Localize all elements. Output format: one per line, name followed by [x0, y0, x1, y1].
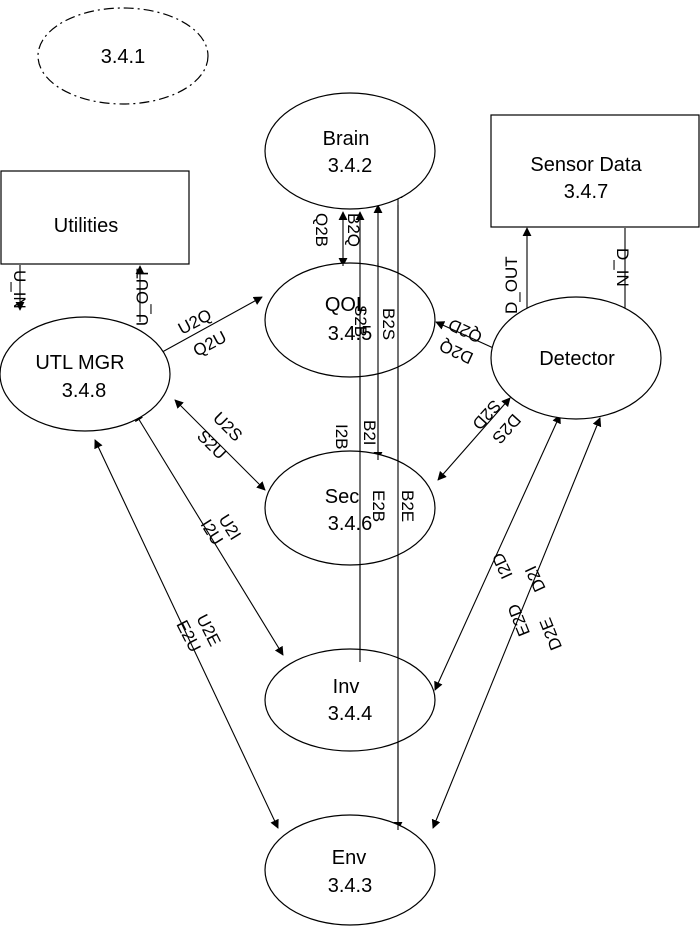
process-env-id: 3.4.3: [328, 875, 372, 897]
label-e2b: E2B: [369, 490, 388, 522]
process-inv-ellipse[interactable]: [264, 648, 436, 752]
process-brain-id: 3.4.2: [328, 155, 372, 177]
label-d2e: D2E: [536, 615, 566, 653]
process-qol-id: 3.4.5: [328, 323, 372, 345]
process-utl-mgr-ellipse[interactable]: [0, 316, 171, 432]
context-id: 3.4.1: [101, 46, 145, 68]
flow-utl-env[interactable]: [94, 439, 279, 829]
process-brain[interactable]: Brain 3.4.2: [264, 92, 436, 210]
process-utl-mgr-name: UTL MGR: [35, 352, 124, 374]
label-b2q: B2Q: [344, 213, 363, 247]
process-detector-ellipse[interactable]: [490, 296, 662, 420]
process-inv-name: Inv: [333, 676, 360, 698]
label-b2i: B2I: [360, 420, 379, 446]
label-e2d: E2D: [504, 601, 534, 639]
context-node: 3.4.1: [37, 7, 209, 105]
flow-detector-env[interactable]: [431, 417, 602, 829]
label-i2b: I2B: [332, 424, 351, 450]
label-q2b: Q2B: [312, 213, 331, 247]
label-u-in: U_IN: [10, 270, 29, 309]
store-sensor-data-name: Sensor Data: [530, 154, 642, 176]
process-brain-name: Brain: [323, 128, 370, 150]
process-sec-id: 3.4.6: [328, 513, 372, 535]
process-detector-name: Detector: [539, 348, 615, 370]
process-qol-name: QOL: [325, 294, 367, 316]
store-sensor-data-id: 3.4.7: [564, 181, 608, 203]
process-qol-ellipse[interactable]: [264, 262, 436, 378]
flow-qol-detector[interactable]: [435, 321, 501, 352]
process-sec[interactable]: [264, 450, 436, 566]
label-d-out: D_OUT: [502, 256, 521, 314]
store-utilities[interactable]: Utilities: [0, 170, 190, 265]
label-q2u: Q2U: [190, 327, 230, 360]
label-u-out: U_OUT: [133, 268, 152, 326]
process-env-ellipse[interactable]: [264, 814, 436, 926]
process-qol[interactable]: [264, 262, 436, 378]
overlay-edges: [342, 205, 399, 830]
process-utl-mgr[interactable]: UTL MGR 3.4.8: [0, 316, 171, 432]
label-s2b: S2B: [351, 305, 370, 337]
flow-utl-qol[interactable]: [154, 296, 263, 357]
label-d-in: D_IN: [613, 248, 632, 287]
store-utilities-name: Utilities: [54, 215, 118, 237]
label-i2d: I2D: [488, 550, 516, 582]
process-sec-ellipse[interactable]: [264, 450, 436, 566]
flow-detector-inv[interactable]: [434, 414, 561, 691]
store-sensor-data[interactable]: Sensor Data 3.4.7: [490, 114, 700, 228]
process-detector[interactable]: Detector: [490, 296, 662, 420]
store-sensor-data-box[interactable]: [490, 114, 700, 228]
process-env-name: Env: [332, 847, 366, 869]
label-b2s: B2S: [379, 308, 398, 340]
label-d2i: D2I: [521, 563, 549, 595]
process-utl-mgr-id: 3.4.8: [62, 380, 106, 402]
process-brain-ellipse[interactable]: [264, 92, 436, 210]
process-env[interactable]: Env 3.4.3: [264, 814, 436, 926]
context-ellipse: [37, 7, 209, 105]
process-inv-id: 3.4.4: [328, 703, 372, 725]
process-sec-name: Sec: [325, 486, 359, 508]
process-inv[interactable]: Inv 3.4.4: [264, 648, 436, 752]
label-b2e: B2E: [398, 490, 417, 522]
store-utilities-box[interactable]: [0, 170, 190, 265]
